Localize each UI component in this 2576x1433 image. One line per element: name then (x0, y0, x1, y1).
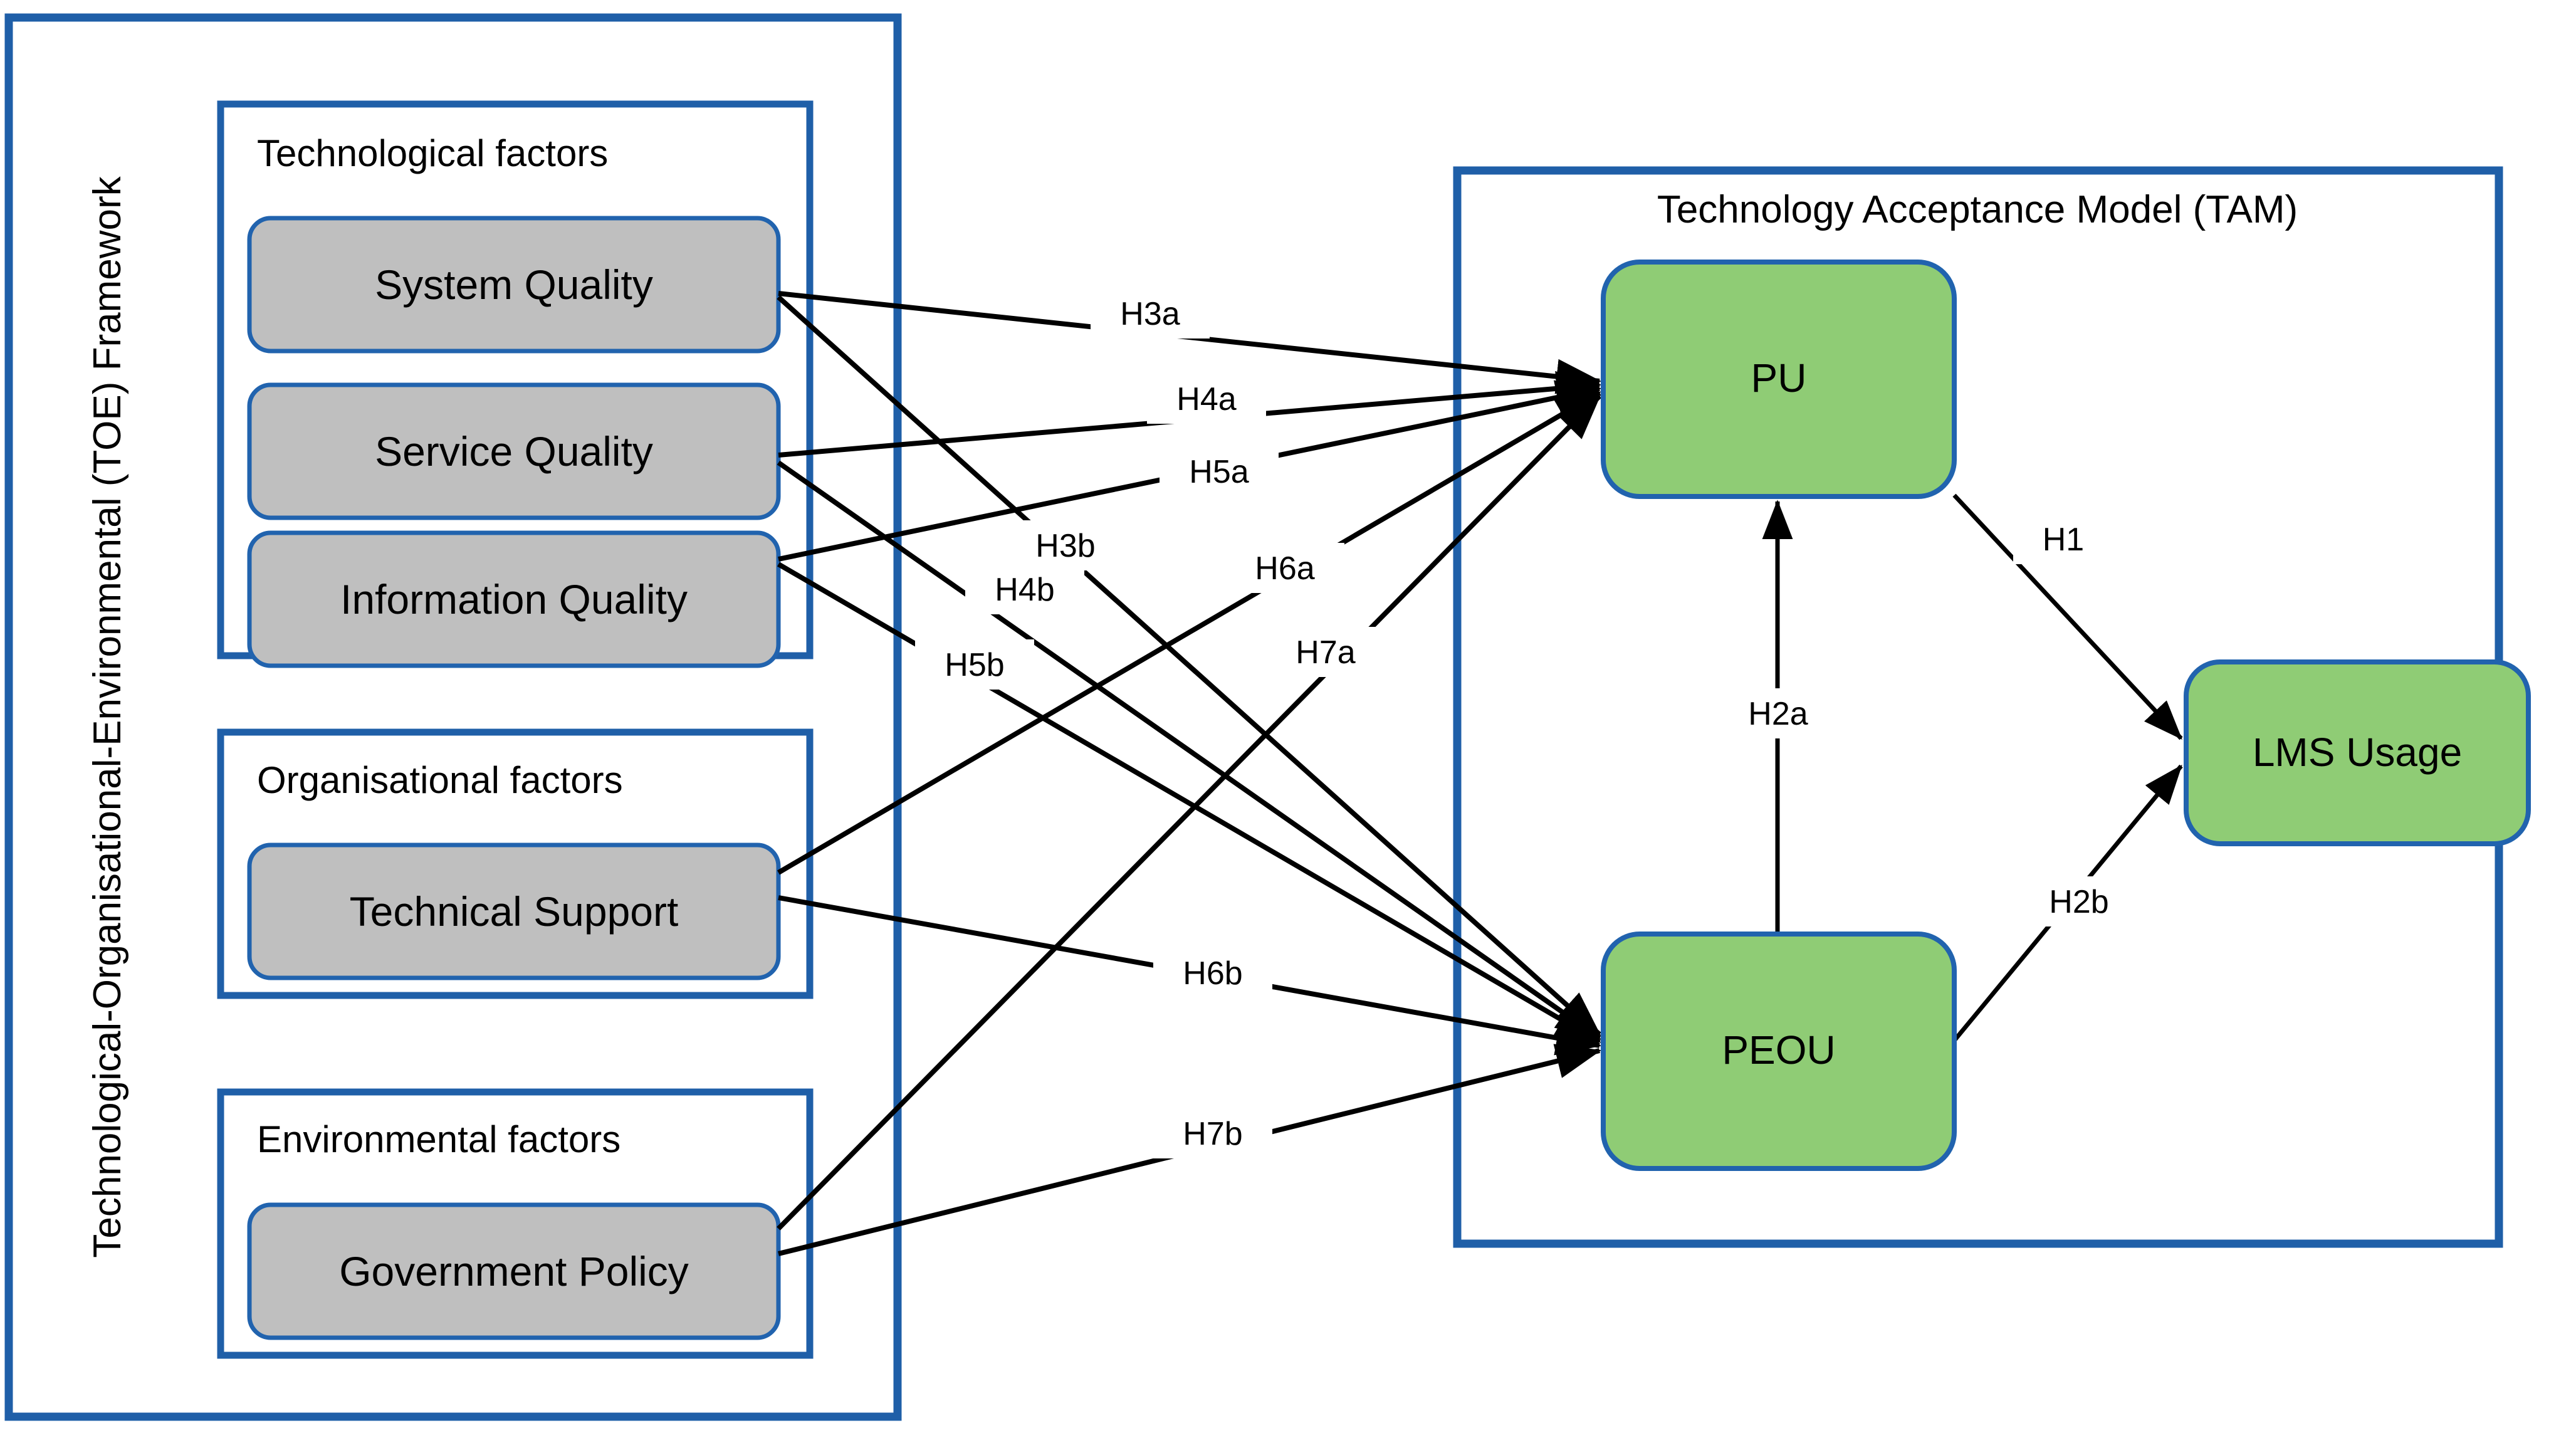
hyp-halo-h2b (2019, 876, 2139, 926)
hyp-label-h7b: H7b (1183, 1116, 1242, 1152)
edge-h7a (777, 394, 1601, 1231)
toe-framework-vertical-label: Technological-Organisational-Environment… (86, 176, 129, 1257)
factor-label-technical-support: Technical Support (350, 888, 679, 935)
hyp-label-h7a: H7a (1296, 634, 1355, 671)
edge-h6a (777, 390, 1601, 875)
hyp-label-h6a: H6a (1255, 550, 1314, 587)
hyp-label-h3b: H3b (1035, 528, 1095, 564)
toe-framework-frame (4, 13, 902, 1421)
tam-title: Technology Acceptance Model (TAM) (1657, 188, 2298, 231)
edge-h3b (777, 295, 1601, 1036)
hyp-label-h2b: H2b (2049, 884, 2108, 920)
hyp-halo-h3b (1006, 520, 1125, 570)
edge-h1 (1952, 493, 2183, 740)
group-title-organisational: Organisational factors (257, 759, 623, 801)
tam-node-label-pu: PU (1751, 355, 1807, 401)
hyp-halo-h1 (2013, 514, 2113, 564)
factor-label-government-policy: Government Policy (339, 1248, 689, 1294)
hyp-halo-h4b (965, 564, 1084, 614)
tam-node-label-lms-usage: LMS Usage (2253, 730, 2462, 775)
hyp-halo-h6b (1153, 948, 1272, 998)
hyp-label-h6b: H6b (1183, 955, 1242, 992)
hyp-label-h1: H1 (2043, 522, 2084, 558)
factor-box-government-policy[interactable] (247, 1202, 781, 1340)
hyp-halo-h7a (1266, 627, 1385, 677)
hyp-halo-h5b (915, 639, 1034, 690)
hyp-halo-h5a (1160, 446, 1279, 496)
factor-label-system-quality: System Quality (375, 261, 653, 308)
hyp-label-h3a: H3a (1120, 296, 1180, 332)
tam-node-peou[interactable] (1601, 932, 1957, 1171)
factor-box-technical-support[interactable] (247, 842, 781, 980)
hyp-label-h2a: H2a (1748, 696, 1808, 732)
hyp-halo-h2a (1719, 688, 1838, 738)
tam-node-label-peou: PEOU (1722, 1027, 1835, 1073)
hyp-halo-h7b (1153, 1108, 1272, 1158)
factor-label-information-quality: Information Quality (340, 576, 688, 622)
hyp-halo-h6a (1225, 543, 1344, 593)
factor-box-service-quality[interactable] (247, 382, 781, 520)
hyp-label-h5a: H5a (1189, 454, 1249, 490)
hyp-halo-h4a (1147, 374, 1266, 424)
factor-box-information-quality[interactable] (247, 530, 781, 668)
tam-node-lms-usage[interactable] (2184, 659, 2531, 846)
hyp-label-h4b: H4b (995, 572, 1054, 608)
group-title-technological: Technological factors (257, 132, 608, 174)
group-title-environmental: Environmental factors (257, 1118, 620, 1160)
edge-h4b (777, 460, 1601, 1041)
tam-node-pu[interactable] (1601, 260, 1957, 499)
hyp-halo-h3a (1091, 288, 1210, 339)
hyp-label-h4a: H4a (1176, 381, 1236, 417)
factor-label-service-quality: Service Quality (375, 428, 653, 475)
hyp-label-h5b: H5b (945, 647, 1004, 683)
factor-box-system-quality[interactable] (247, 216, 781, 354)
